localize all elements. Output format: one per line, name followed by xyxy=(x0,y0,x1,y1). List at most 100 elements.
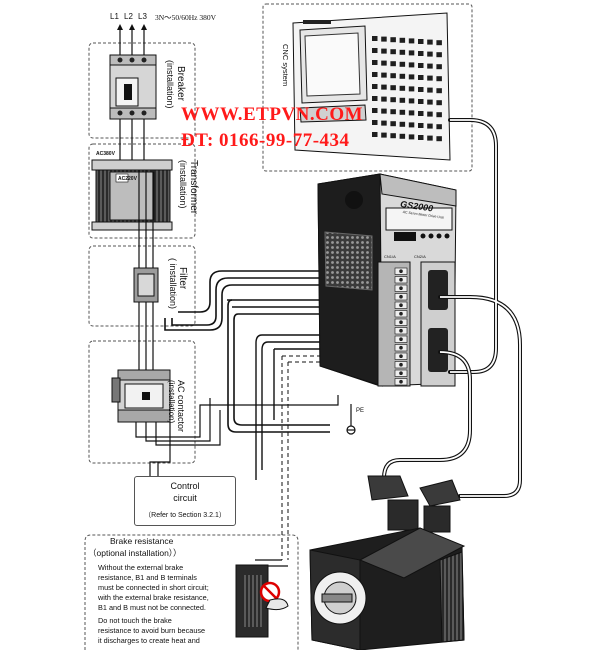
cnc-key xyxy=(399,109,406,115)
control-circuit-title: Control xyxy=(170,481,200,491)
cnc-key xyxy=(436,124,442,130)
cnc-key xyxy=(372,108,378,113)
cnc-key xyxy=(436,76,442,82)
cnc-key xyxy=(436,64,442,70)
supply-arrows xyxy=(117,24,147,30)
cnc-key xyxy=(436,112,442,118)
brake-title: Brake resistance xyxy=(110,536,174,546)
watermark-phone: ĐT: 0166-99-77-434 xyxy=(181,130,350,151)
cnc-key xyxy=(399,61,406,67)
cnc-key xyxy=(408,86,415,92)
transformer-output-label: AC220V xyxy=(118,176,137,182)
contactor-frame xyxy=(88,340,196,464)
filter-title: Filter xyxy=(177,267,188,290)
cnc-key xyxy=(399,73,406,79)
cnc-title: CNC system xyxy=(281,44,290,87)
cnc-key xyxy=(427,87,433,93)
cnc-key xyxy=(427,63,433,69)
cnc-key xyxy=(381,48,387,54)
contactor-graphic xyxy=(111,369,171,423)
brake-note-line: Do not touch the brake xyxy=(98,616,172,625)
filter-subtitle: ( installation) xyxy=(168,258,178,310)
transformer-subtitle: (installation) xyxy=(178,160,188,209)
cnc-key xyxy=(436,100,442,106)
cnc-key xyxy=(427,39,433,45)
cnc-key xyxy=(427,75,433,81)
transformer-title: Transformer xyxy=(188,160,199,215)
cnc-key xyxy=(418,63,424,68)
drive-terminal-block xyxy=(394,267,408,386)
cnc-key xyxy=(390,37,396,43)
brake-note-line: it discharges to create heat and xyxy=(98,636,200,645)
contactor-subtitle: (installation) xyxy=(167,380,176,424)
filter-frame xyxy=(88,245,196,327)
phase-label-l1: L1 xyxy=(110,12,119,21)
terminal-screw xyxy=(399,320,403,325)
cnc-key xyxy=(390,49,396,55)
cnc-key xyxy=(408,38,415,44)
cnc-key xyxy=(418,135,424,140)
terminal-screw xyxy=(399,354,403,359)
cnc-key xyxy=(408,50,415,56)
filter-graphic xyxy=(133,267,159,303)
cnc-key xyxy=(418,51,424,56)
breaker-subtitle: (installation) xyxy=(165,60,175,109)
brake-resistor-graphic xyxy=(235,564,289,638)
brake-note-line: must be connected in short circuit; xyxy=(98,583,209,592)
cnc-key xyxy=(408,122,415,128)
cnc-key xyxy=(381,72,387,78)
power-lines xyxy=(119,28,145,56)
cnc-key xyxy=(399,97,406,103)
transformer-input-label: AC380V xyxy=(96,151,115,157)
terminal-screw xyxy=(399,294,403,299)
cnc-key xyxy=(436,136,442,142)
cnc-key xyxy=(418,75,424,80)
cnc-key xyxy=(418,99,424,104)
transformer-frame xyxy=(88,143,196,239)
ground-symbol xyxy=(346,404,356,435)
cnc-key xyxy=(381,36,387,42)
phase-label-l3: L3 xyxy=(138,12,147,21)
control-circuit-note: （Refer to Section 3.2.1） xyxy=(144,512,226,519)
terminal-screw xyxy=(399,311,403,316)
cnc-key xyxy=(381,120,387,126)
cnc-key xyxy=(408,74,415,80)
watermark-url: WWW.ETPVN.COM xyxy=(181,104,364,125)
cnc-key xyxy=(399,133,406,139)
contactor-title: AC contactor xyxy=(176,380,186,433)
cnc-key xyxy=(436,52,442,58)
terminal-screw xyxy=(399,286,403,291)
brake-note-line: resistance to avoid burn because xyxy=(98,626,206,635)
cnc-key xyxy=(372,84,378,89)
cnc-key xyxy=(381,84,387,90)
cnc-key xyxy=(372,36,378,41)
terminal-screw xyxy=(399,269,403,274)
cnc-key xyxy=(408,110,415,116)
terminal-screw xyxy=(399,345,403,350)
cnc-key xyxy=(427,99,433,105)
cnc-key xyxy=(399,85,406,91)
cnc-keypad xyxy=(372,36,442,142)
cnc-key xyxy=(399,49,406,55)
cnc-key xyxy=(436,88,442,94)
breaker-graphic xyxy=(109,54,157,120)
terminal-screw xyxy=(399,362,403,367)
brake-frame xyxy=(84,534,299,650)
cnc-key xyxy=(372,48,378,53)
cnc-key xyxy=(399,121,406,127)
cnc-key xyxy=(381,108,387,114)
cnc-key xyxy=(372,60,378,65)
cnc-key xyxy=(418,87,424,92)
cnc-key xyxy=(408,98,415,104)
cnc-key xyxy=(427,135,433,141)
terminal-screw xyxy=(399,379,403,384)
cnc-key xyxy=(390,61,396,67)
transformer-graphic xyxy=(91,159,173,231)
terminal-screw xyxy=(399,371,403,376)
drive-port-left: CN1/A xyxy=(384,254,396,259)
cnc-key xyxy=(390,73,396,79)
cnc-frame xyxy=(262,3,473,172)
cnc-key xyxy=(399,37,406,43)
